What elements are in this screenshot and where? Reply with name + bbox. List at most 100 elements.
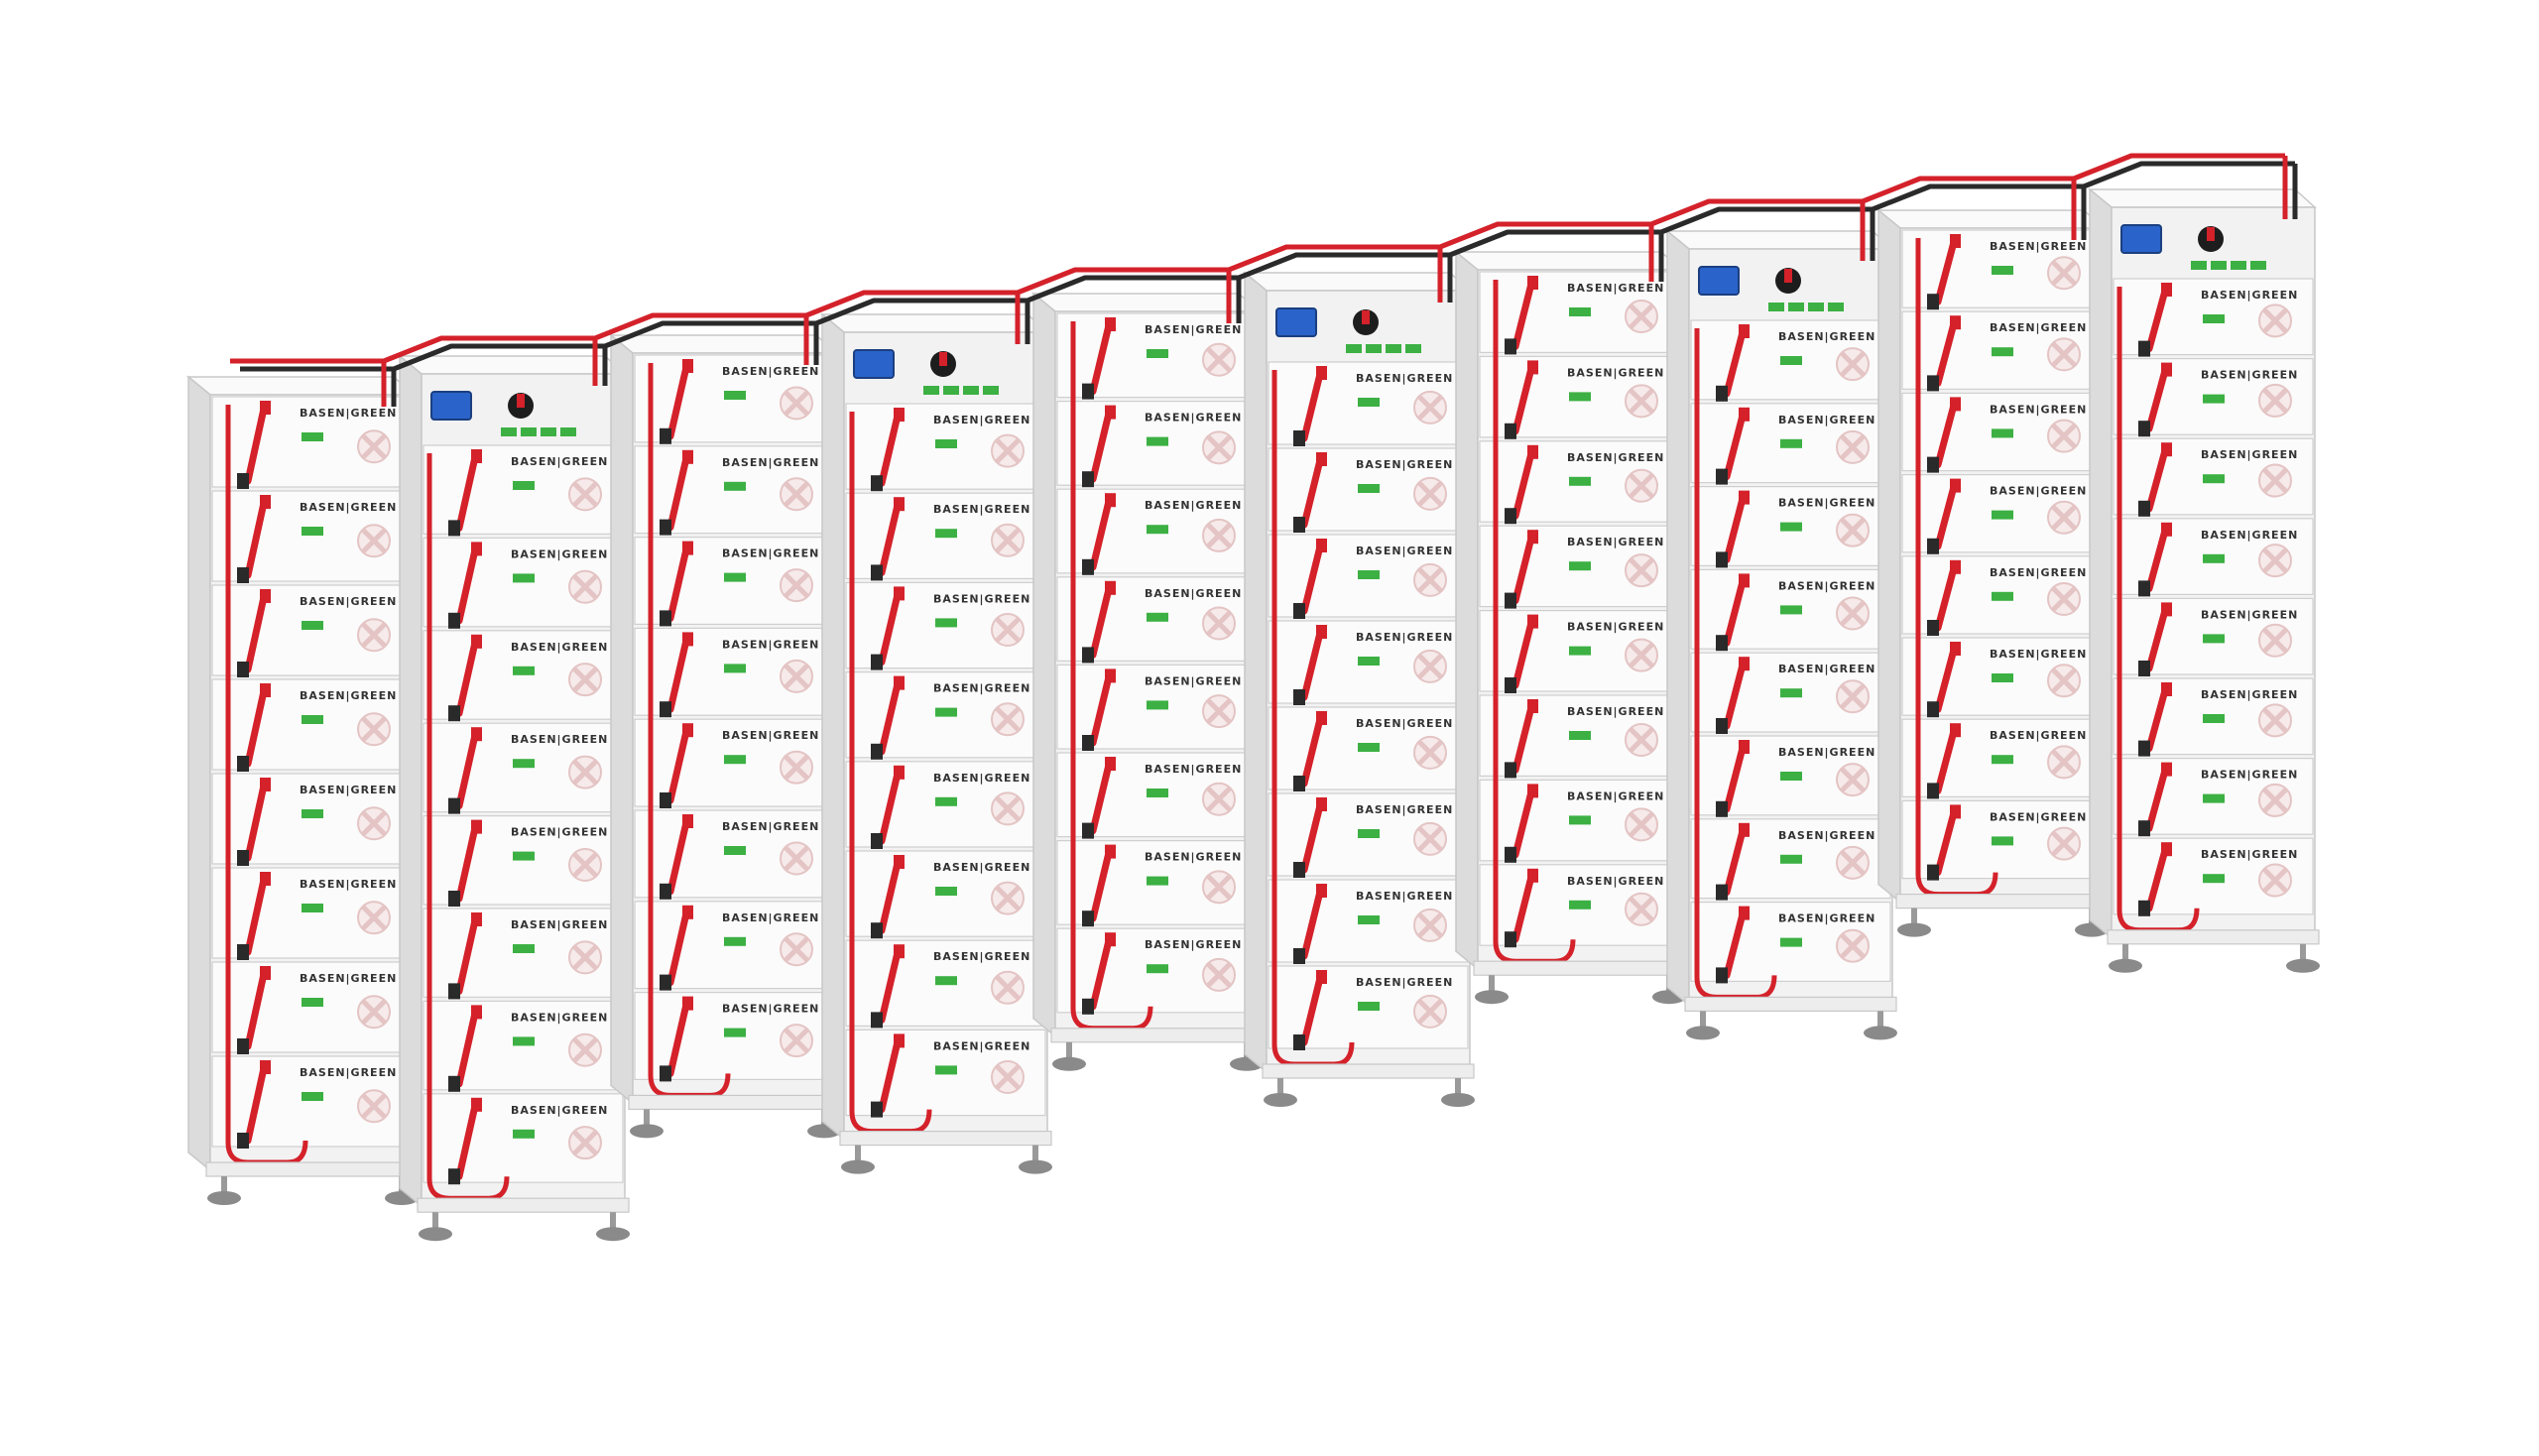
plug-black xyxy=(2138,900,2150,916)
plug-black xyxy=(2138,820,2150,837)
breaker-switch xyxy=(517,394,525,408)
battery-module: BASEN|GREEN xyxy=(1268,965,1469,1050)
battery-module: BASEN|GREEN xyxy=(1268,361,1469,446)
battery-cabinet: BASEN|GREENBASEN|GREENBASEN|GREENBASEN|G… xyxy=(1030,292,1264,1071)
plug-black xyxy=(1927,538,1939,554)
plug-red xyxy=(1105,493,1116,508)
module-terminal xyxy=(513,851,535,861)
battery-module: BASEN|GREEN xyxy=(423,814,624,907)
fan-blade xyxy=(1417,999,1443,1025)
battery-module: BASEN|GREEN xyxy=(423,1093,624,1185)
battery-module: BASEN|GREEN xyxy=(1901,799,2103,881)
jumper-cable xyxy=(666,636,690,713)
jumper-cable xyxy=(244,970,268,1050)
module-brand-label: BASEN|GREEN xyxy=(1778,912,1875,925)
battery-cabinet: BASEN|GREENBASEN|GREENBASEN|GREENBASEN|G… xyxy=(185,375,419,1205)
fan-blade xyxy=(1629,303,1654,329)
jumper-cable xyxy=(244,876,268,956)
plug-black xyxy=(1716,800,1728,817)
plug-black xyxy=(660,701,671,718)
plug-black xyxy=(448,612,460,629)
module-brand-label: BASEN|GREEN xyxy=(2201,608,2298,621)
battery-module: BASEN|GREEN xyxy=(423,444,624,537)
plug-red xyxy=(1527,530,1538,545)
battery-module: BASEN|GREEN xyxy=(634,901,835,991)
lcd-display xyxy=(1698,266,1740,296)
jumper-cable xyxy=(1934,401,1958,469)
jumper-cable xyxy=(455,1009,479,1088)
foot-stem xyxy=(610,1212,616,1231)
breaker-switch xyxy=(1784,269,1792,283)
module-brand-label: BASEN|GREEN xyxy=(1145,851,1242,864)
cabinet-side-panel xyxy=(821,312,845,1142)
cabinet-top-cap xyxy=(1664,230,1894,250)
module-brand-label: BASEN|GREEN xyxy=(2201,688,2298,701)
plug-black xyxy=(448,520,460,537)
battery-module: BASEN|GREEN xyxy=(1901,392,2103,473)
terminal-block xyxy=(2211,261,2227,270)
module-brand-label: BASEN|GREEN xyxy=(933,861,1030,874)
cabinets-layer: BASEN|GREENBASEN|GREENBASEN|GREENBASEN|G… xyxy=(185,187,2320,1242)
fan-blade xyxy=(361,528,387,554)
module-brand-label: BASEN|GREEN xyxy=(933,950,1030,963)
module-brand-label: BASEN|GREEN xyxy=(1567,789,1664,802)
jumper-cable xyxy=(1511,364,1535,435)
cabinet-top-cap xyxy=(1875,209,2106,229)
module-brand-label: BASEN|GREEN xyxy=(722,547,819,560)
plug-red xyxy=(1316,797,1327,811)
plug-red xyxy=(894,497,905,512)
fan-blade xyxy=(1206,523,1232,548)
foot-stem xyxy=(855,1145,861,1163)
module-terminal xyxy=(935,529,957,539)
fan-blade xyxy=(572,944,598,971)
plug-black xyxy=(1505,677,1516,693)
module-brand-label: BASEN|GREEN xyxy=(1356,372,1453,385)
plug-black xyxy=(1927,375,1939,392)
jumper-cable xyxy=(1300,974,1324,1046)
jumper-cable xyxy=(666,727,690,804)
module-terminal xyxy=(1780,522,1802,532)
module-brand-label: BASEN|GREEN xyxy=(511,733,608,746)
breaker-switch xyxy=(1362,310,1370,324)
jumper-cable xyxy=(878,501,902,576)
battery-module: BASEN|GREEN xyxy=(211,584,413,677)
module-terminal xyxy=(2203,714,2225,723)
jumper-cable xyxy=(2145,606,2169,672)
module-terminal xyxy=(2203,314,2225,323)
module-terminal xyxy=(935,439,957,448)
cabinet-top-cap xyxy=(1030,293,1261,312)
cabinet-plinth xyxy=(1684,996,1897,1013)
fan-blade xyxy=(2051,667,2077,693)
plug-black xyxy=(871,833,883,849)
fan-blade xyxy=(995,706,1021,732)
plug-black xyxy=(2138,740,2150,757)
plug-red xyxy=(1739,324,1750,338)
plug-red xyxy=(2161,362,2172,377)
cabinet-plinth xyxy=(205,1161,419,1177)
plug-red xyxy=(1105,580,1116,595)
plug-black xyxy=(1293,603,1305,619)
plug-red xyxy=(471,542,482,556)
battery-module: BASEN|GREEN xyxy=(1056,927,1258,1015)
module-brand-label: BASEN|GREEN xyxy=(511,641,608,654)
plug-red xyxy=(2161,442,2172,457)
module-brand-label: BASEN|GREEN xyxy=(1145,938,1242,951)
jumper-cable xyxy=(1089,936,1113,1011)
module-terminal xyxy=(1569,476,1591,486)
fan-blade xyxy=(361,716,387,743)
module-terminal xyxy=(935,707,957,717)
battery-module: BASEN|GREEN xyxy=(1690,568,1891,652)
plug-red xyxy=(1950,234,1961,248)
plug-black xyxy=(1293,948,1305,964)
plug-red xyxy=(1316,366,1327,380)
jumper-cable xyxy=(1511,449,1535,520)
module-terminal xyxy=(724,846,746,855)
plug-black xyxy=(660,1065,671,1082)
fan-blade xyxy=(995,1064,1021,1090)
lcd-display xyxy=(1275,307,1317,337)
plug-red xyxy=(894,944,905,959)
foot-stem xyxy=(644,1109,650,1128)
lcd-display xyxy=(430,391,472,421)
plug-black xyxy=(1505,846,1516,863)
fan-blade xyxy=(361,999,387,1026)
